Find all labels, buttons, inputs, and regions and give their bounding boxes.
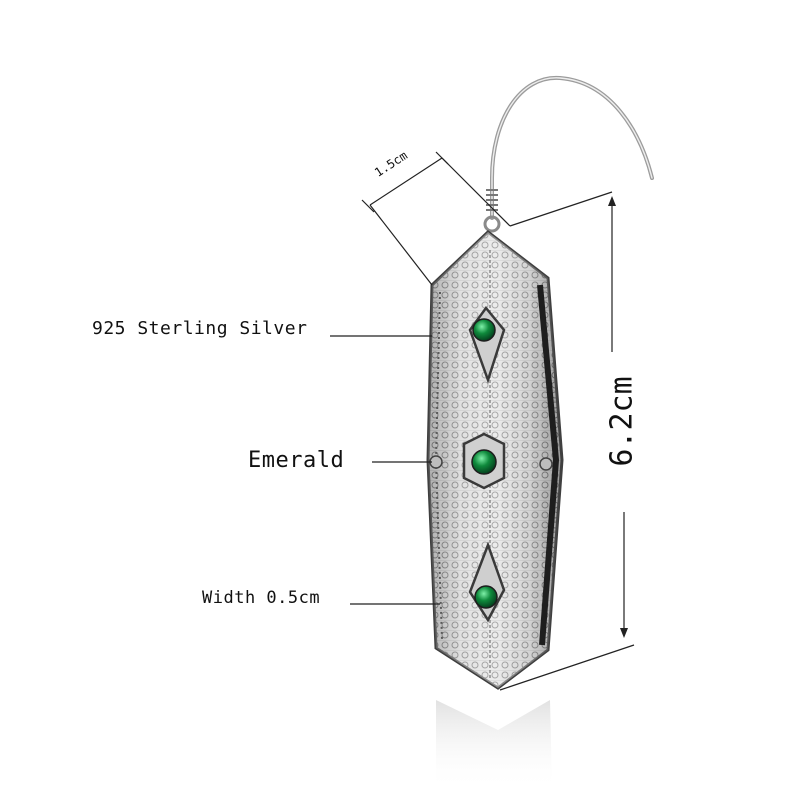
width-label: Width 0.5cm [202,588,321,608]
earring-reflection [436,700,552,790]
dimension-lines [330,151,635,691]
height-label: 6.2cm [604,376,640,467]
material-label: 925 Sterling Silver [92,318,308,339]
earring-hook-icon [483,75,654,233]
hook-coil [486,189,498,211]
stone-label: Emerald [248,448,345,473]
emerald-stone-icon [472,318,496,342]
emerald-stone-icon [474,585,498,609]
emerald-stone-icon [471,449,497,475]
dimension-arrows [608,196,628,638]
